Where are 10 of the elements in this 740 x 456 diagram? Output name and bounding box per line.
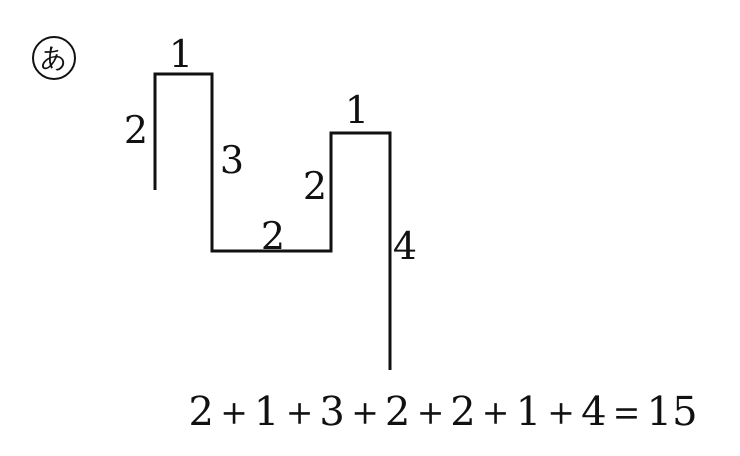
- length-label: 2: [124, 111, 148, 149]
- length-label: 2: [302, 167, 328, 205]
- length-label: 4: [392, 227, 418, 265]
- length-label: 2: [260, 217, 286, 255]
- symbol-text: あ: [40, 45, 68, 71]
- equation-text: 2＋1＋3＋2＋2＋1＋4＝15: [188, 392, 698, 432]
- length-label: 1: [344, 91, 370, 129]
- length-label: 1: [168, 35, 194, 73]
- circled-symbol: [32, 36, 76, 80]
- length-label: 3: [220, 141, 244, 179]
